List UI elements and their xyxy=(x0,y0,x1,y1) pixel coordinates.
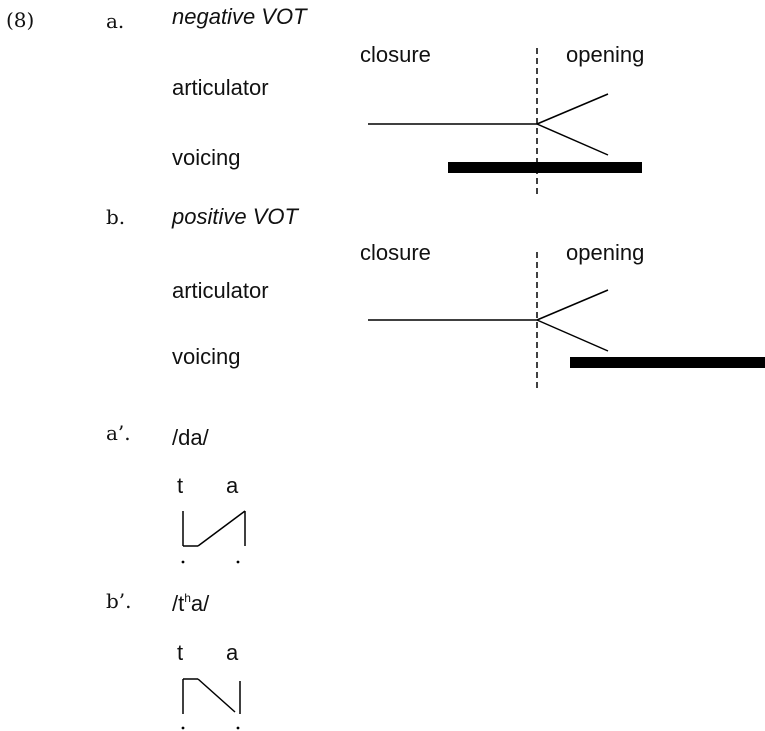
panel-b-opening-label: opening xyxy=(566,240,645,265)
panel-a-prime-form: /da/ xyxy=(172,425,209,450)
panel-b-opening-lower-line xyxy=(536,319,609,352)
panel-b-opening-upper-line xyxy=(536,289,609,321)
panel-a-closure-label: closure xyxy=(360,42,431,67)
panel-b-prime-form: /tha/ xyxy=(172,591,210,616)
panel-a-prime-dot-left xyxy=(181,560,185,564)
panel-a-title: negative VOT xyxy=(172,4,307,29)
panel-b-voicing-label: voicing xyxy=(172,344,241,369)
panel-a-voicing-label: voicing xyxy=(172,145,241,170)
panel-b-prime-diagram xyxy=(181,678,241,730)
panel-b-label: b. xyxy=(106,205,126,229)
panel-b-closure-label: closure xyxy=(360,240,431,265)
panel-a-prime-segment-a: a xyxy=(226,473,239,498)
panel-a-opening-lower-line xyxy=(536,123,609,156)
panel-b-articulator-label: articulator xyxy=(172,278,269,303)
panel-a-opening-upper-line xyxy=(536,93,609,125)
panel-b-prime-falling-diagonal xyxy=(197,678,236,713)
panel-a-prime-rising-diagonal xyxy=(197,510,246,547)
panel-a-prime-diagram xyxy=(181,510,246,564)
panel-b-voicing-bar xyxy=(570,357,765,368)
panel-b-prime-label: b’. xyxy=(106,589,132,613)
panel-a-prime-dot-right xyxy=(236,560,240,564)
panel-b-prime-dot-right xyxy=(236,726,240,730)
panel-a-prime-label: a’. xyxy=(106,421,131,445)
panel-a-opening-label: opening xyxy=(566,42,645,67)
panel-a-prime-segment-t: t xyxy=(177,473,184,498)
panel-a-diagram xyxy=(368,48,642,196)
panel-b-prime-segment-t: t xyxy=(177,640,184,665)
panel-b-prime-segment-a: a xyxy=(226,640,239,665)
example-number: (8) xyxy=(6,8,35,32)
panel-a-voicing-bar xyxy=(448,162,642,173)
panel-a-articulator-label: articulator xyxy=(172,75,269,100)
panel-b-title: positive VOT xyxy=(172,204,298,229)
panel-b-diagram xyxy=(368,252,765,392)
panel-a-label: a. xyxy=(106,9,125,33)
panel-b-prime-dot-left xyxy=(181,726,185,730)
